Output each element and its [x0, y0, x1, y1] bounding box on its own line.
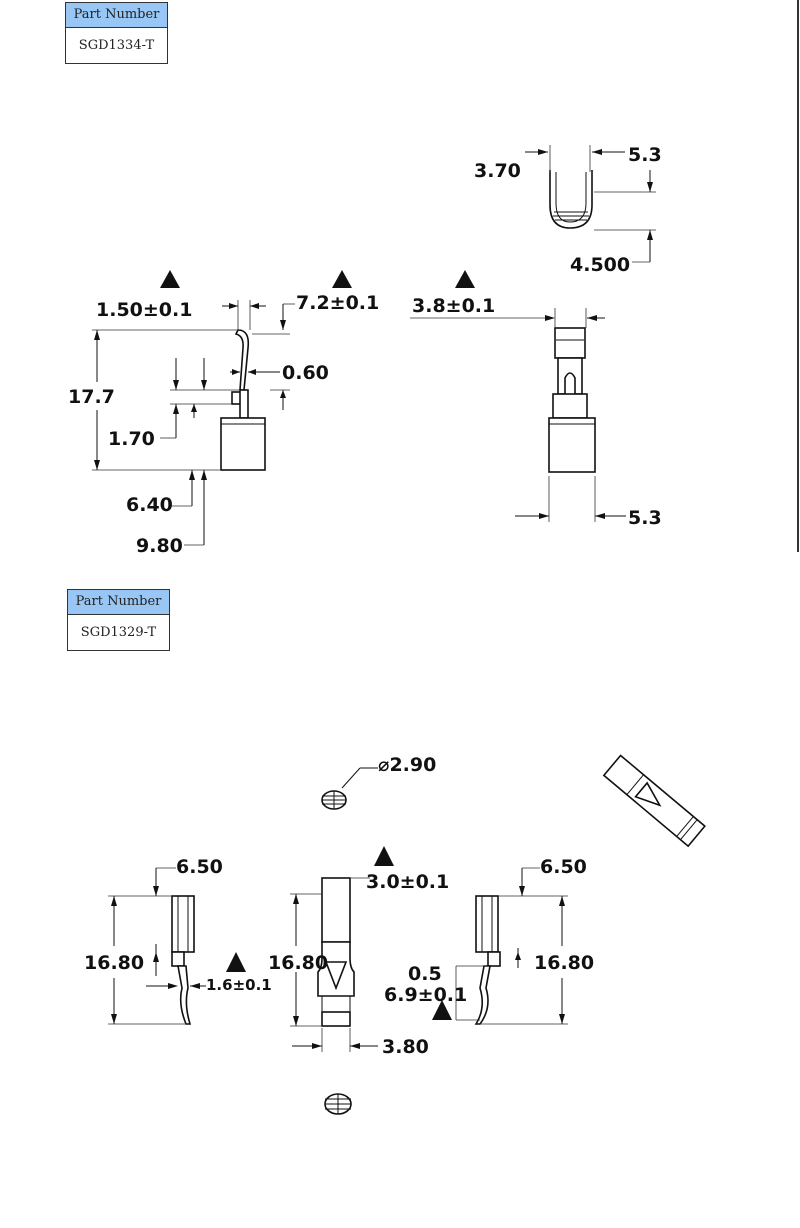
dim-17-7: 17.7 — [68, 386, 115, 408]
part-number-value-2: SGD1329-T — [80, 625, 157, 640]
drawing-sgd1329: ⌀2.90 6.50 16.80 1.6±0.1 — [84, 754, 706, 1115]
dim-5-3-bottom: 5.3 — [628, 507, 662, 529]
dim-4-500: 4.500 — [570, 254, 630, 276]
end-view-top — [321, 767, 378, 810]
dim-9-80: 9.80 — [136, 535, 183, 557]
part-number-header-1: Part Number — [66, 3, 167, 28]
center-front-view — [290, 877, 378, 1052]
dim-dia-2-90: ⌀2.90 — [378, 754, 436, 776]
dim-5-3-top: 5.3 — [628, 144, 662, 166]
dim-3-70: 3.70 — [474, 160, 521, 182]
end-view-u-shape — [525, 145, 656, 263]
part-number-table-1: Part Number SGD1334-T — [65, 2, 168, 64]
side-view — [92, 270, 475, 546]
dim-right-0-5: 0.5 — [408, 963, 442, 985]
dim-7-2: 7.2±0.1 — [296, 292, 379, 314]
dim-center-3-80: 3.80 — [382, 1036, 429, 1058]
dim-1-50: 1.50±0.1 — [96, 299, 192, 321]
dim-center-16-80: 16.80 — [268, 952, 328, 974]
dim-left-16-80: 16.80 — [84, 952, 144, 974]
dim-1-70: 1.70 — [108, 428, 155, 450]
dim-6-40: 6.40 — [126, 494, 173, 516]
dim-right-6-50: 6.50 — [540, 856, 587, 878]
dim-left-1-6: 1.6±0.1 — [206, 976, 272, 994]
part-number-header-2: Part Number — [68, 590, 169, 615]
part-number-table-2: Part Number SGD1329-T — [67, 589, 170, 651]
dim-right-16-80: 16.80 — [534, 952, 594, 974]
dim-0-60: 0.60 — [282, 362, 329, 384]
end-view-bottom — [324, 1093, 352, 1115]
right-side-view — [432, 867, 568, 1025]
dim-3-8: 3.8±0.1 — [412, 295, 495, 317]
dim-left-6-50: 6.50 — [176, 856, 223, 878]
dim-right-6-9: 6.9±0.1 — [384, 984, 467, 1006]
dim-center-3-0: 3.0±0.1 — [366, 871, 449, 893]
isometric-view — [602, 754, 706, 848]
drawing-sgd1334: 3.70 5.3 4.500 — [68, 0, 799, 557]
part-number-value-1: SGD1334-T — [78, 38, 155, 53]
left-side-view — [108, 846, 394, 1025]
front-view — [410, 308, 626, 522]
